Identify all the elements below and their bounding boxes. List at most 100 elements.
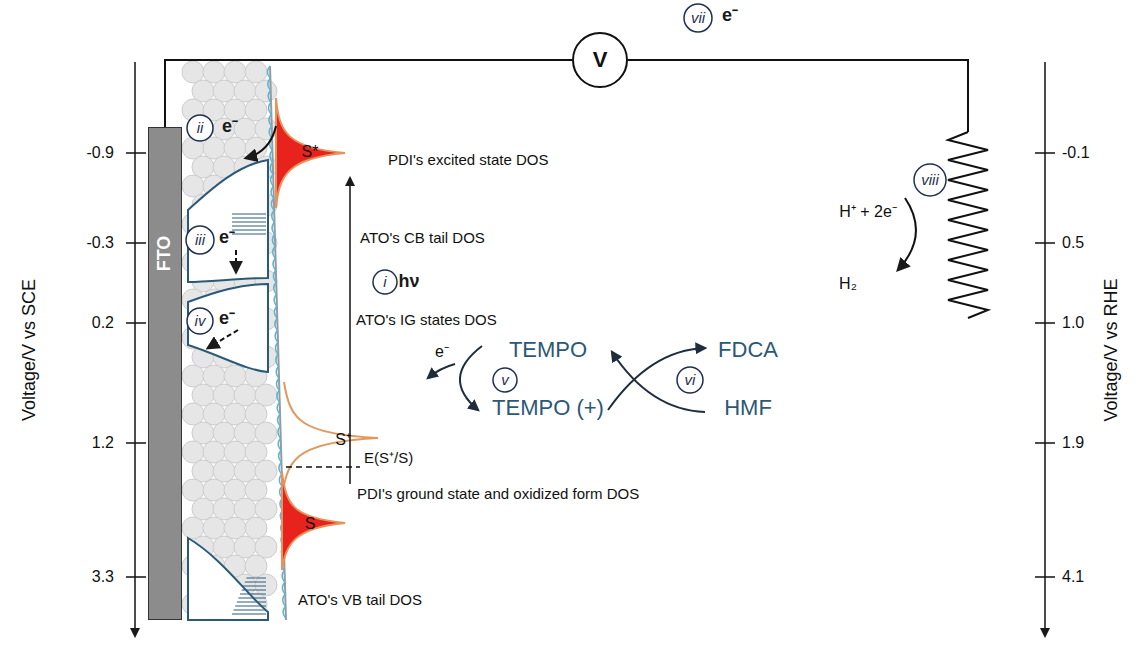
- hatch-line: [243, 586, 266, 587]
- ato-particle: [234, 384, 256, 406]
- ato-particles: [182, 61, 277, 615]
- reaction-label: H⁺ + 2e⁻: [839, 203, 897, 221]
- hatch-line: [240, 594, 266, 595]
- ato-particle: [182, 175, 204, 197]
- callout-number: i: [383, 274, 386, 291]
- callout-number: vi: [685, 372, 696, 389]
- counter-electrode-coil: [948, 132, 988, 318]
- hatch-line: [232, 614, 266, 615]
- ato-particle: [245, 403, 267, 425]
- ato-particle: [245, 441, 267, 463]
- ato-particle: [213, 498, 235, 520]
- ato-particle: [224, 137, 246, 159]
- tick-label: 1.0: [1062, 314, 1084, 332]
- node-text: V: [593, 47, 608, 73]
- ato-particle: [255, 118, 277, 140]
- tick-label: -0.1: [1062, 144, 1090, 162]
- ato-particle: [192, 156, 214, 178]
- photon-label: hν: [398, 272, 419, 292]
- hatch-line: [242, 590, 266, 591]
- tick-label: 4.1: [1062, 568, 1084, 586]
- dos-label: ATO's IG states DOS: [356, 312, 497, 329]
- hatch-line: [235, 606, 266, 607]
- ato-particle: [192, 422, 214, 444]
- ato-particle: [234, 80, 256, 102]
- hatch-line: [238, 598, 266, 599]
- ato-particle: [234, 422, 256, 444]
- potential-label: E(S⁺/S): [364, 450, 413, 467]
- ato-particle: [224, 403, 246, 425]
- dos-label: ATO's VB tail DOS: [298, 592, 422, 609]
- ato-particle: [255, 498, 277, 520]
- hatch-line: [234, 610, 266, 611]
- electron-label: e⁻: [222, 117, 238, 137]
- ato-particle: [192, 498, 214, 520]
- ato-particle: [255, 460, 277, 482]
- ato-particle: [182, 403, 204, 425]
- ato-particle: [245, 517, 267, 539]
- ato-particle: [203, 441, 225, 463]
- hatch-line: [232, 218, 266, 219]
- ato-particle: [255, 574, 277, 596]
- dos-label: ATO's CB tail DOS: [360, 230, 485, 247]
- axis-title: Voltage/V vs SCE: [20, 279, 40, 421]
- ato-particle: [255, 536, 277, 558]
- electron-label: e⁻: [435, 343, 449, 361]
- hatch-line: [232, 226, 266, 227]
- ato-particle: [203, 365, 225, 387]
- tick-label: 3.3: [92, 568, 114, 586]
- ato-particle: [255, 384, 277, 406]
- tick-label: -0.9: [86, 144, 114, 162]
- ato-particle: [182, 441, 204, 463]
- hatching: [232, 214, 266, 614]
- ato-particle: [203, 403, 225, 425]
- ato-particle: [245, 479, 267, 501]
- axis-title: Voltage/V vs RHE: [1102, 278, 1122, 421]
- ato-particle: [182, 61, 204, 83]
- voltmeter-circle: V: [572, 32, 628, 88]
- ato-particle: [203, 61, 225, 83]
- ato-particle: [245, 99, 267, 121]
- hatch-line: [232, 222, 266, 223]
- electron-label: e⁻: [219, 228, 235, 248]
- ato-particle: [224, 61, 246, 83]
- hatch-line: [232, 230, 266, 231]
- ato-particle: [203, 517, 225, 539]
- hatch-line: [232, 234, 266, 235]
- ato-particle: [234, 498, 256, 520]
- ato-particle: [224, 517, 246, 539]
- state-label: S⁺: [335, 431, 351, 449]
- ato-particle: [224, 441, 246, 463]
- callout-circles: [186, 4, 946, 393]
- electron-label: e⁻: [219, 309, 235, 329]
- callout-number: ii: [197, 120, 204, 137]
- hatch-line: [232, 214, 266, 215]
- species-label: TEMPO: [509, 338, 587, 362]
- ato-particle: [192, 460, 214, 482]
- species-label: HMF: [724, 396, 772, 420]
- ato-particle: [213, 80, 235, 102]
- callout-number: viii: [921, 172, 939, 189]
- species-label: FDCA: [718, 338, 778, 362]
- hatch-line: [245, 582, 266, 583]
- hatch-line: [237, 602, 266, 603]
- ato-particle: [182, 517, 204, 539]
- right-axis: [1035, 62, 1055, 636]
- tick-label: 0.2: [92, 314, 114, 332]
- ato-particle: [182, 365, 204, 387]
- fto-electrode: FTO: [148, 127, 182, 620]
- species-label: TEMPO (+): [492, 396, 604, 420]
- electron-arrows: [208, 126, 276, 348]
- dos-label: PDI's ground state and oxidized form DOS: [357, 486, 639, 503]
- ato-particle: [245, 555, 267, 577]
- tick-label: 1.9: [1062, 434, 1084, 452]
- tick-label: 1.2: [92, 434, 114, 452]
- node-text: FTO: [155, 236, 176, 272]
- ato-particle: [234, 536, 256, 558]
- hydrogen-arrow: [898, 198, 916, 270]
- ato-particle: [192, 384, 214, 406]
- ato-particle: [203, 137, 225, 159]
- dos-label: PDI's excited state DOS: [388, 152, 548, 169]
- ato-particle: [213, 536, 235, 558]
- ato-particle: [213, 460, 235, 482]
